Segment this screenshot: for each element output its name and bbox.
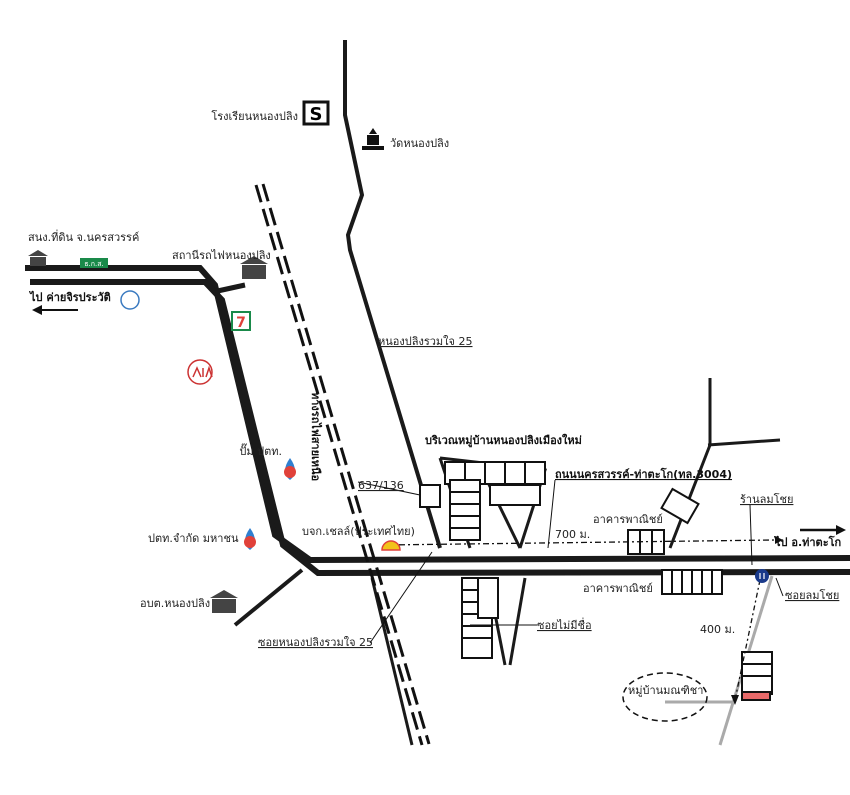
distance-700-arrowhead bbox=[775, 536, 783, 544]
aia-logo-icon bbox=[187, 359, 213, 385]
arrow-right-icon bbox=[800, 525, 846, 535]
distance-400-line bbox=[734, 579, 761, 701]
label-distance-700: 700 ม. bbox=[555, 528, 590, 541]
shell-icon bbox=[381, 540, 401, 551]
distance-400-arrowhead bbox=[731, 695, 739, 705]
block bbox=[419, 484, 441, 508]
label-shell: บจก.เชลล์(ประเทศไทย) bbox=[302, 525, 415, 538]
map-labels: โรงเรียนหนองปลิง วัดหนองปลิง สนง.ที่ดิน … bbox=[28, 109, 842, 697]
label-railway: ทางรถไฟสายเหนือ bbox=[309, 392, 323, 481]
label-to-camp: ไป ค่ายจิรประวัติ bbox=[28, 290, 111, 304]
leader-lines bbox=[357, 479, 784, 644]
road-sao-branch bbox=[233, 568, 304, 627]
block bbox=[489, 484, 541, 506]
label-village-monthicha: หมู่บ้านมณฑิชา bbox=[628, 684, 703, 697]
label-village-area: บริเวณหมู่บ้านหนองปลิงเมืองใหม่ bbox=[425, 433, 582, 448]
school-symbol: S bbox=[310, 104, 323, 125]
arrow-left-icon bbox=[32, 305, 78, 315]
label-train-station: สถานีรถไฟหนองปลิง bbox=[172, 249, 271, 262]
target-house bbox=[741, 691, 771, 701]
ptt-company-icon bbox=[244, 528, 256, 550]
label-to-thatako: ไป อ.ท่าตะโก bbox=[773, 535, 842, 549]
ptt-pump-icon bbox=[284, 458, 296, 480]
temple-icon bbox=[362, 128, 384, 150]
block bbox=[741, 651, 773, 695]
road-west-inner bbox=[30, 279, 850, 577]
label-road-25: หนองปลิงรวมใจ 25 bbox=[378, 335, 473, 348]
block bbox=[660, 487, 700, 525]
label-soi-unnamed: ซอยไม่มีชื่อ bbox=[537, 617, 592, 632]
army-emblem-icon bbox=[120, 290, 140, 310]
station-building-icon bbox=[240, 256, 268, 279]
label-school: โรงเรียนหนองปลิง bbox=[211, 109, 298, 123]
route-11-icon bbox=[755, 569, 769, 583]
bank-sign-text: ธ.ก.ส. bbox=[84, 260, 103, 268]
label-ptt-pump: ปั๊ม ปตท. bbox=[239, 443, 282, 458]
road-east-north bbox=[668, 378, 712, 549]
road-west-outer bbox=[25, 265, 850, 564]
road-nongpling-25 bbox=[343, 40, 442, 549]
label-soi-25: ซอยหนองปลิงรวมใจ 25 bbox=[258, 636, 373, 649]
school-icon: S bbox=[302, 100, 330, 126]
block bbox=[477, 577, 499, 619]
label-commercial-south: อาคารพาณิชย์ bbox=[583, 582, 653, 595]
distance-700-line bbox=[384, 539, 776, 546]
road-east-branch bbox=[707, 438, 781, 447]
label-temple: วัดหนองปลิง bbox=[390, 137, 449, 150]
block bbox=[449, 479, 481, 541]
seven-eleven-icon: 7 bbox=[231, 311, 251, 331]
label-soi-lomchoi: ซอยลมโชย bbox=[785, 588, 839, 602]
label-distance-400: 400 ม. bbox=[700, 623, 735, 636]
village-monthicha-ellipse bbox=[622, 672, 708, 722]
label-sao-office: อบต.หนองปลิง bbox=[140, 597, 210, 610]
label-house-number: 637/136 bbox=[358, 479, 404, 492]
road-station-branch bbox=[212, 282, 246, 295]
label-land-office: สนง.ที่ดิน จ.นครสวรรค์ bbox=[28, 229, 139, 244]
label-commercial-north: อาคารพาณิชย์ bbox=[593, 513, 663, 526]
seven-eleven-text: 7 bbox=[236, 315, 246, 331]
building-blocks bbox=[419, 461, 773, 701]
label-shop-lomchoi: ร้านลมโชย bbox=[740, 492, 793, 506]
railway bbox=[254, 183, 431, 746]
road-south bbox=[370, 577, 414, 746]
sao-building-icon bbox=[210, 590, 238, 613]
government-building-icon bbox=[28, 250, 48, 266]
label-highway: ถนนนครสวรรค์-ท่าตะโก(ทล.3004) bbox=[555, 467, 732, 481]
label-ptt-company: ปตท.จำกัด มหาชน bbox=[148, 532, 239, 545]
bank-sign-icon: ธ.ก.ส. bbox=[80, 258, 108, 268]
